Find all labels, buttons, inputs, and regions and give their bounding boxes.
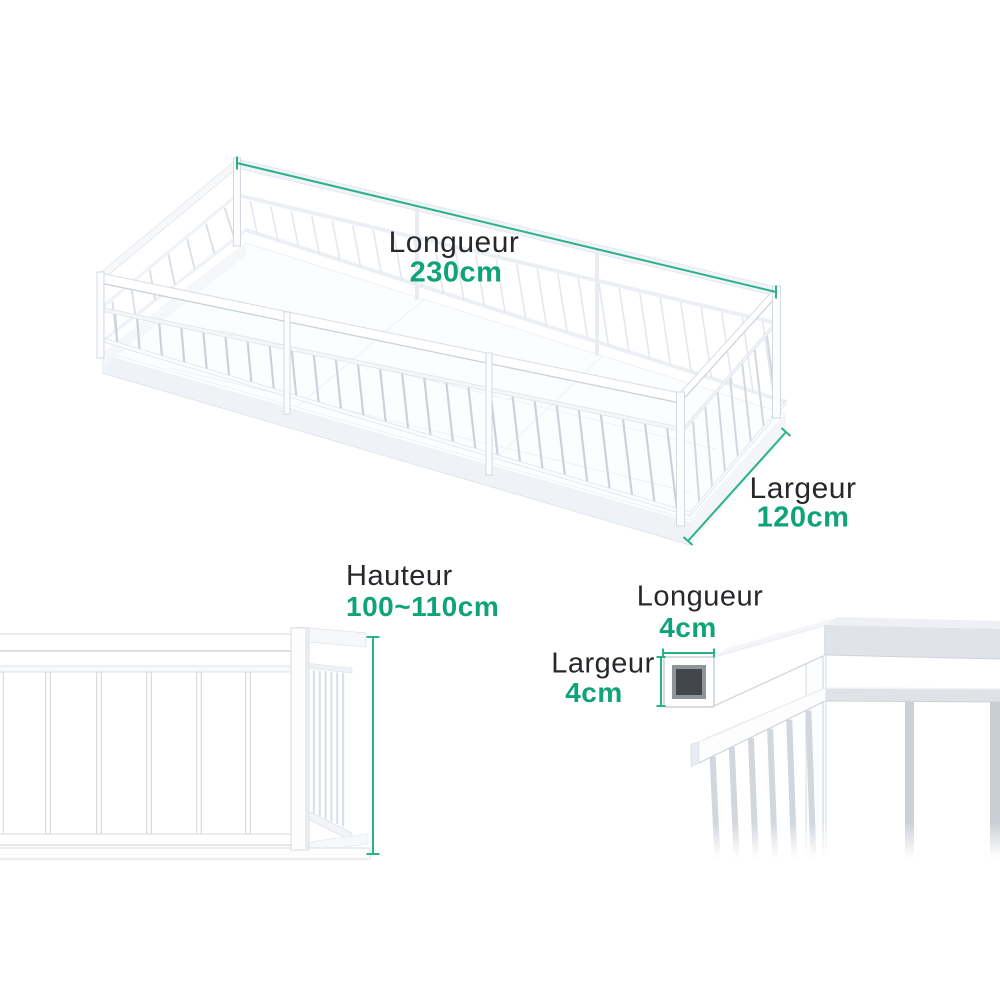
- railing-isometric-illustration: [96, 156, 792, 546]
- overall-length-label: Longueur: [388, 226, 520, 259]
- tube-length-label: Longueur: [636, 580, 764, 613]
- overall-height-label: Hauteur: [346, 560, 453, 592]
- overall-width-value: 120cm: [756, 501, 850, 534]
- overall-height-value: 100~110cm: [346, 591, 500, 622]
- tube-width-value: 4cm: [565, 677, 623, 708]
- tube-width-dimension-line: [656, 656, 666, 707]
- tube-length-dimension-line: [662, 648, 715, 658]
- length-dimension-line: [236, 156, 777, 299]
- tube-width-label: Largeur: [551, 647, 655, 680]
- railing-front-view-illustration: [0, 626, 380, 860]
- railing-corner-detail-illustration: [655, 617, 1000, 870]
- height-dimension-line: [366, 636, 380, 855]
- tube-length-value: 4cm: [659, 612, 717, 643]
- overall-width-label: Largeur: [749, 472, 857, 505]
- tube-cross-section: [663, 656, 715, 708]
- width-dimension-line: [682, 427, 792, 546]
- overall-length-value: 230cm: [409, 256, 503, 289]
- front-rail: [99, 272, 691, 517]
